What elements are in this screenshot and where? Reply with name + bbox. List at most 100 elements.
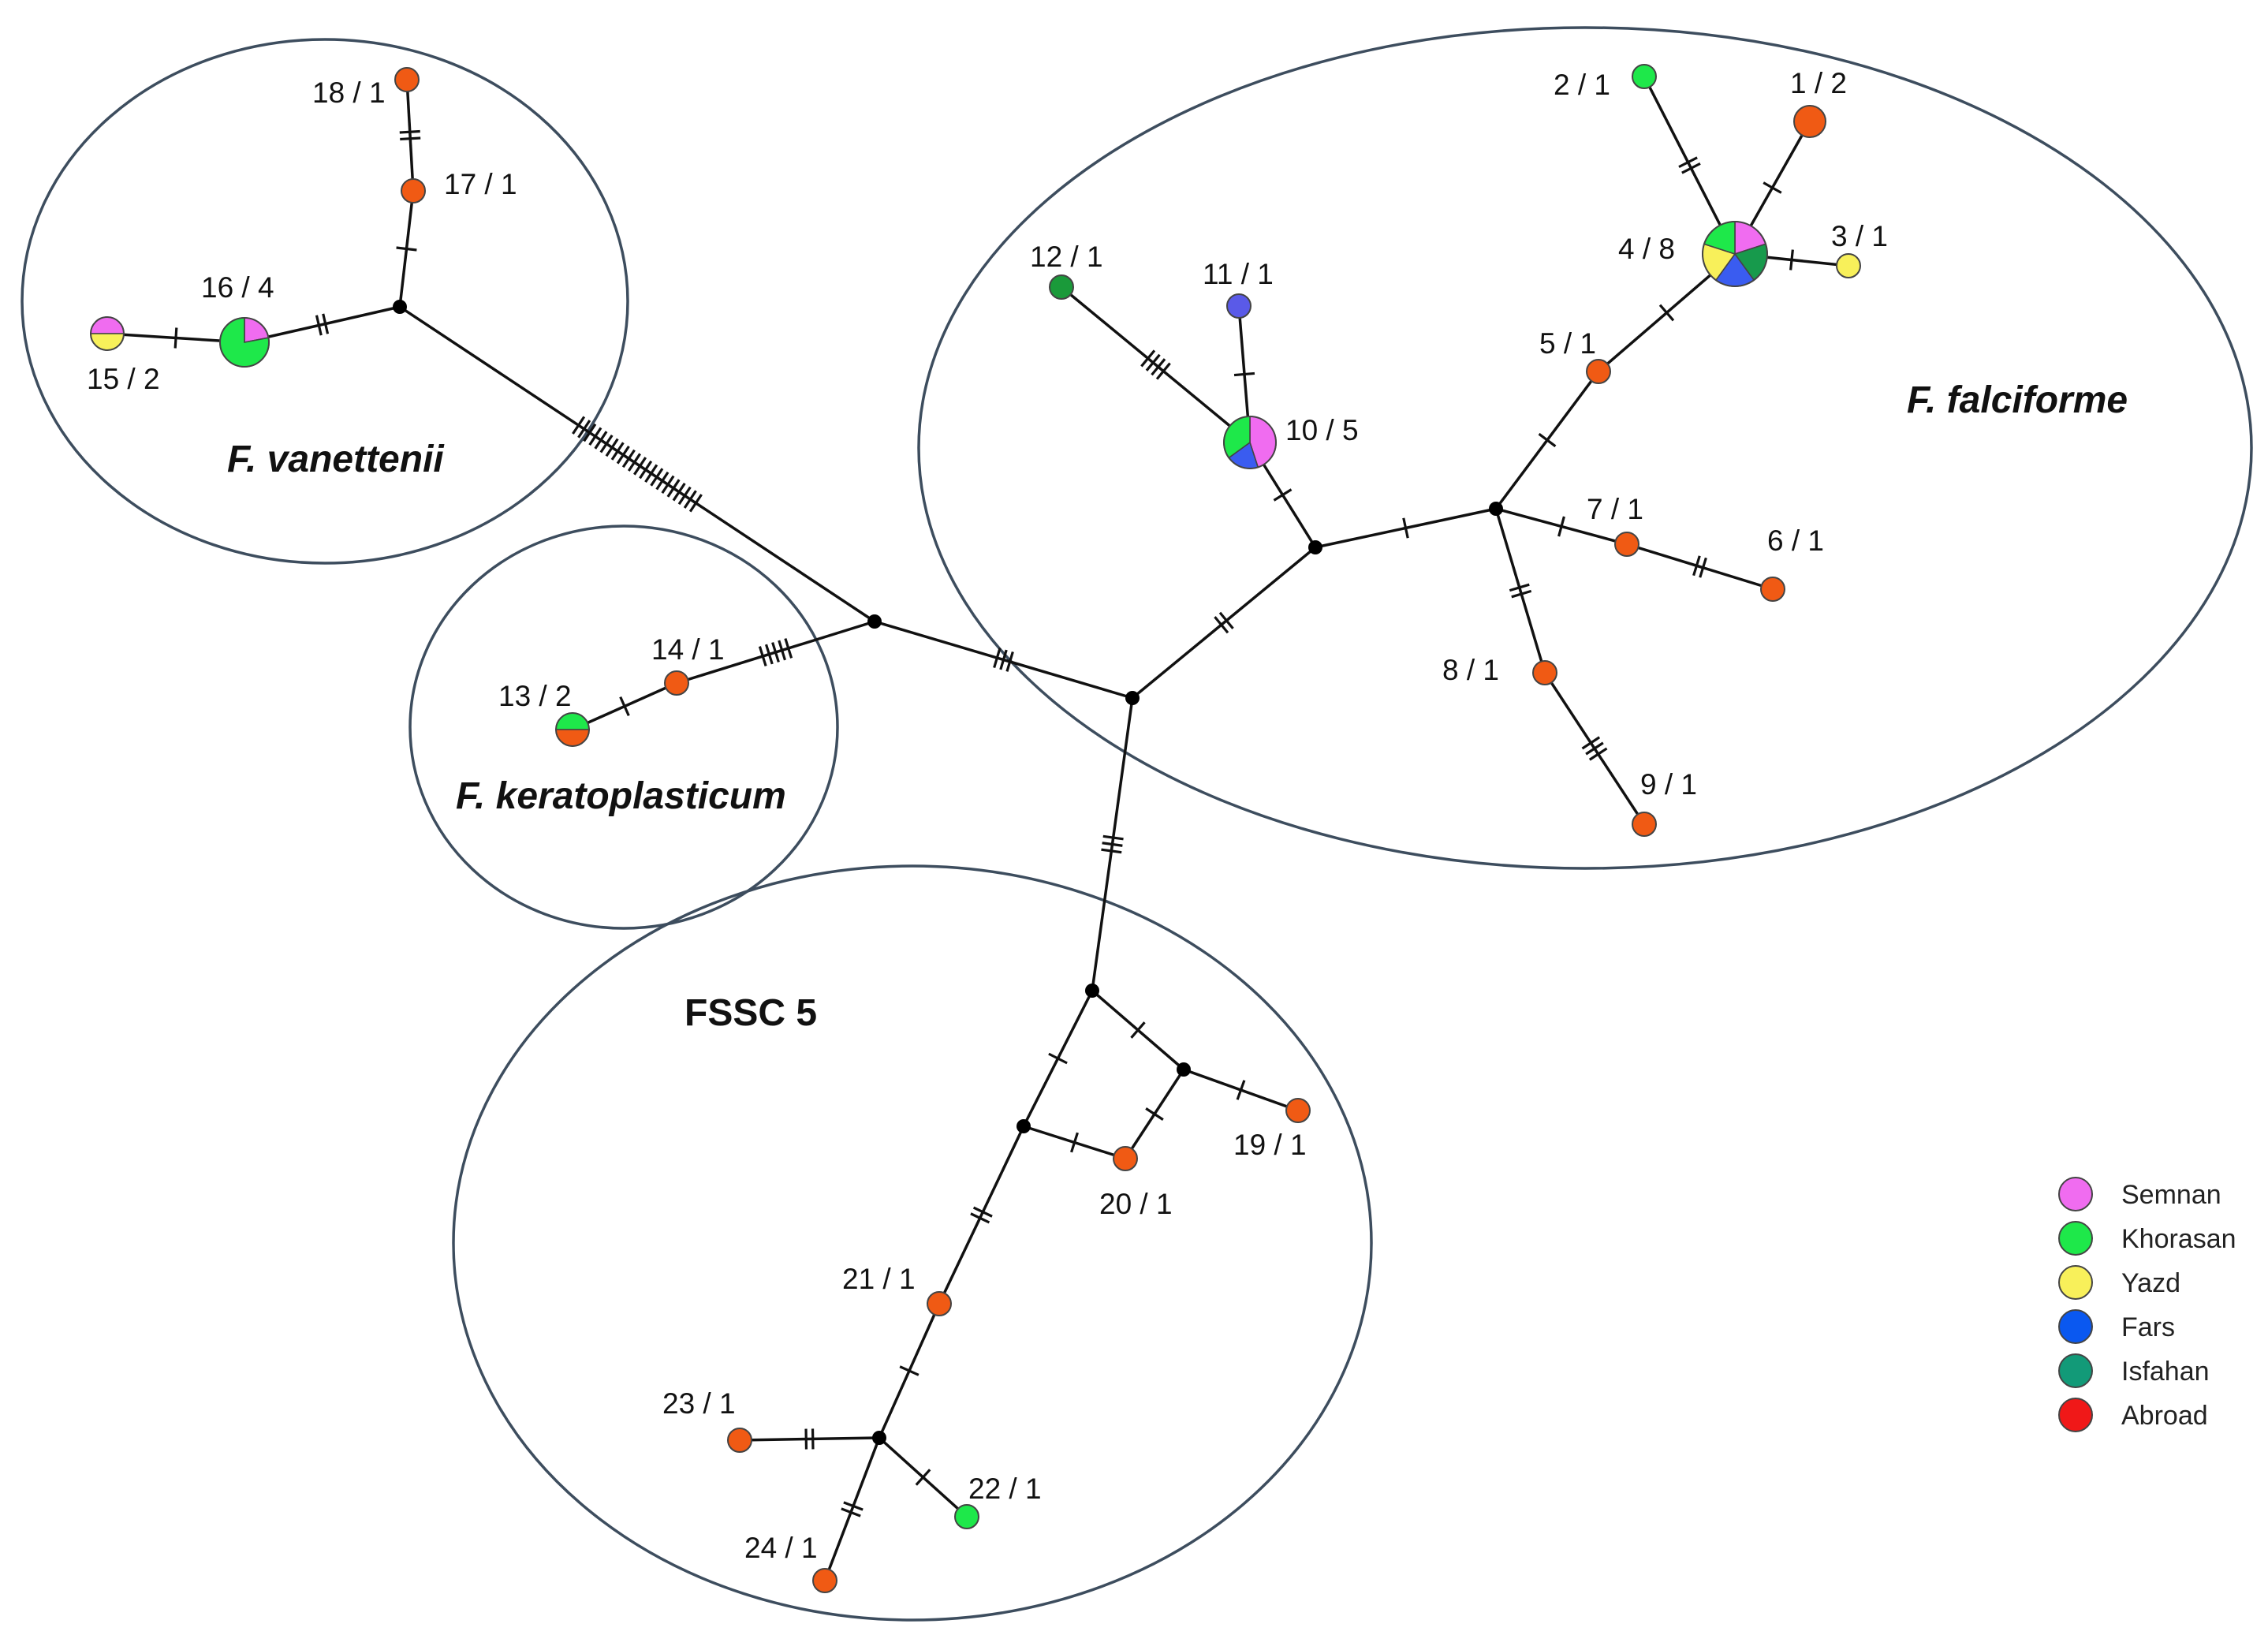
haplotype-slice-yazd bbox=[90, 333, 125, 351]
median-vector-node bbox=[1085, 984, 1099, 998]
haplotype-label-2: 2 / 1 bbox=[1554, 69, 1610, 101]
mutation-tick bbox=[1699, 557, 1707, 578]
haplotype-slice-abroad bbox=[555, 729, 590, 747]
haplotype-slice bbox=[1632, 812, 1657, 837]
edge-mv_fal2-8 bbox=[1494, 508, 1546, 674]
cluster-ellipses bbox=[21, 26, 2253, 1622]
haplotype-slice bbox=[394, 67, 420, 92]
mutation-tick bbox=[1070, 1132, 1079, 1153]
mutation-tick bbox=[1763, 181, 1782, 194]
mutation-tick bbox=[1155, 362, 1171, 380]
haplotype-label-18: 18 / 1 bbox=[312, 77, 386, 109]
haplotype-label-21: 21 / 1 bbox=[842, 1263, 916, 1295]
haplotype-node-15 bbox=[90, 316, 125, 351]
edge-mv_f5c-21 bbox=[938, 1125, 1025, 1305]
haplotype-outline bbox=[1223, 416, 1277, 469]
haplotype-slice bbox=[1226, 293, 1252, 319]
haplotype-label-17: 17 / 1 bbox=[444, 168, 517, 200]
legend-item-abroad: Abroad bbox=[2058, 1398, 2208, 1432]
legend-label-yazd: Yazd bbox=[2121, 1268, 2180, 1298]
network-nodes bbox=[90, 64, 1861, 1593]
mutation-tick bbox=[1145, 353, 1161, 371]
mutation-tick bbox=[1585, 741, 1604, 756]
median-vector-node bbox=[393, 300, 407, 314]
haplotype-node-3 bbox=[1836, 253, 1861, 278]
edge-18-17 bbox=[405, 79, 415, 192]
median-vector-node bbox=[867, 614, 882, 629]
legend-label-fars: Fars bbox=[2121, 1312, 2175, 1342]
cluster-labels: F. vanettenii F. keratoplasticum F. falc… bbox=[227, 379, 2128, 1034]
legend-label-semnan: Semnan bbox=[2121, 1180, 2221, 1210]
mutation-tick bbox=[655, 471, 670, 491]
haplotype-slice bbox=[1614, 532, 1639, 557]
haplotype-node-18 bbox=[394, 67, 420, 92]
haplotype-outline bbox=[555, 712, 590, 747]
haplotype-slice bbox=[1793, 105, 1826, 138]
mutation-tick bbox=[688, 494, 703, 513]
mutation-tick bbox=[1048, 1052, 1068, 1065]
haplotype-label-6: 6 / 1 bbox=[1767, 524, 1824, 557]
haplotype-slice bbox=[954, 1504, 979, 1529]
mutation-tick bbox=[1273, 488, 1293, 502]
haplotype-label-11: 11 / 1 bbox=[1203, 258, 1274, 290]
haplotype-node-21 bbox=[927, 1291, 952, 1316]
cluster-ellipse-falciforme bbox=[917, 26, 2253, 870]
edge-mv_f5d-23 bbox=[739, 1436, 880, 1442]
haplotype-label-14: 14 / 1 bbox=[651, 633, 725, 666]
mutation-tick bbox=[1509, 583, 1530, 592]
haplotype-labels: 1 / 22 / 13 / 14 / 85 / 16 / 17 / 18 / 1… bbox=[87, 67, 1888, 1564]
legend-item-khorasan: Khorasan bbox=[2058, 1221, 2236, 1256]
edge-7-6 bbox=[1626, 543, 1774, 591]
cluster-ellipse-keratoplasticum bbox=[408, 524, 839, 930]
mutation-tick bbox=[1681, 162, 1701, 174]
haplotype-node-2 bbox=[1632, 64, 1657, 89]
mutation-tick bbox=[1151, 358, 1166, 376]
mutation-tick bbox=[1102, 842, 1123, 847]
legend-swatch-yazd bbox=[2058, 1265, 2093, 1300]
haplotype-slice bbox=[664, 670, 689, 696]
mutation-tick bbox=[644, 464, 658, 483]
mutation-tick bbox=[666, 479, 681, 498]
mutation-tick bbox=[843, 1501, 864, 1511]
mutation-tick bbox=[683, 490, 697, 509]
haplotype-label-16: 16 / 4 bbox=[201, 271, 274, 304]
mutation-tick bbox=[993, 648, 1002, 669]
haplotype-node-20 bbox=[1113, 1146, 1138, 1171]
mutation-tick bbox=[572, 416, 586, 435]
mutation-tick bbox=[672, 482, 686, 502]
mutation-tick bbox=[594, 431, 608, 450]
mutation-tick bbox=[972, 1206, 993, 1218]
mutation-tick bbox=[1218, 611, 1234, 629]
legend-item-isfahan: Isfahan bbox=[2058, 1353, 2210, 1388]
mutation-tick bbox=[396, 246, 417, 252]
edge-10-12 bbox=[1060, 286, 1252, 444]
haplotype-label-4: 4 / 8 bbox=[1618, 233, 1675, 265]
mutation-tick bbox=[322, 313, 330, 334]
mutation-tick bbox=[1678, 156, 1698, 169]
mutation-tick bbox=[1538, 432, 1557, 448]
haplotype-node-9 bbox=[1632, 812, 1657, 837]
mutation-tick bbox=[899, 1365, 920, 1376]
haplotype-node-4 bbox=[1702, 221, 1768, 287]
mutation-tick bbox=[778, 640, 787, 661]
network-edges bbox=[106, 76, 1849, 1581]
mutation-tick bbox=[583, 423, 597, 442]
cluster-label-fssc5: FSSC 5 bbox=[685, 992, 817, 1034]
haplotype-slice bbox=[1586, 359, 1611, 384]
mutation-tick bbox=[1140, 349, 1156, 368]
mutation-tick bbox=[1102, 834, 1124, 841]
haplotype-node-10 bbox=[1223, 416, 1277, 469]
mutation-tick bbox=[1145, 1107, 1164, 1121]
cluster-label-keratoplasticum: F. keratoplasticum bbox=[456, 775, 786, 817]
legend-item-yazd: Yazd bbox=[2058, 1265, 2180, 1300]
haplotype-slice bbox=[927, 1291, 952, 1316]
haplotype-slice bbox=[1113, 1146, 1138, 1171]
haplotype-outline bbox=[219, 317, 270, 368]
mutation-tick bbox=[999, 649, 1008, 670]
mutation-tick bbox=[1588, 747, 1608, 761]
haplotype-label-13: 13 / 2 bbox=[498, 680, 572, 712]
haplotype-node-16 bbox=[219, 317, 270, 368]
haplotype-node-23 bbox=[727, 1428, 752, 1453]
haplotype-slice-semnan bbox=[90, 316, 125, 334]
